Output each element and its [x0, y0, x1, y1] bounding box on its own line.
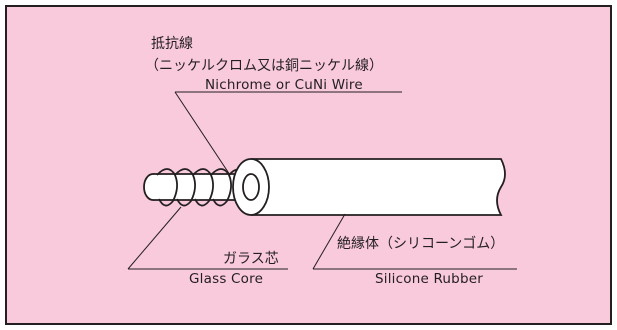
diagram-panel: 抵抗線 （ニッケルクロム又は銅ニッケル線） Nichrome or CuNi W… — [5, 5, 612, 325]
resistance-wire-label-jp: 抵抗線 — [151, 36, 193, 52]
cable-diagram — [127, 91, 517, 270]
leader-glass — [127, 206, 288, 270]
glass-core — [153, 173, 240, 201]
glass-core-label-en: Glass Core — [189, 271, 264, 287]
glass-core-in-cable — [242, 173, 260, 201]
leader-resistance — [174, 91, 402, 176]
glass-core-label-jp: ガラス芯 — [223, 251, 279, 267]
leader-silicone — [312, 213, 517, 270]
silicone-rubber-label-jp: 絶縁体（シリコーンゴム） — [337, 236, 505, 252]
resistance-wire-label-en: Nichrome or CuNi Wire — [205, 77, 363, 93]
nichrome-coil — [156, 168, 244, 207]
silicone-rubber-label-en: Silicone Rubber — [375, 271, 483, 287]
resistance-wire-label-jp-sub: （ニッケルクロム又は銅ニッケル線） — [145, 58, 383, 74]
silicone-cable-body — [251, 158, 506, 216]
